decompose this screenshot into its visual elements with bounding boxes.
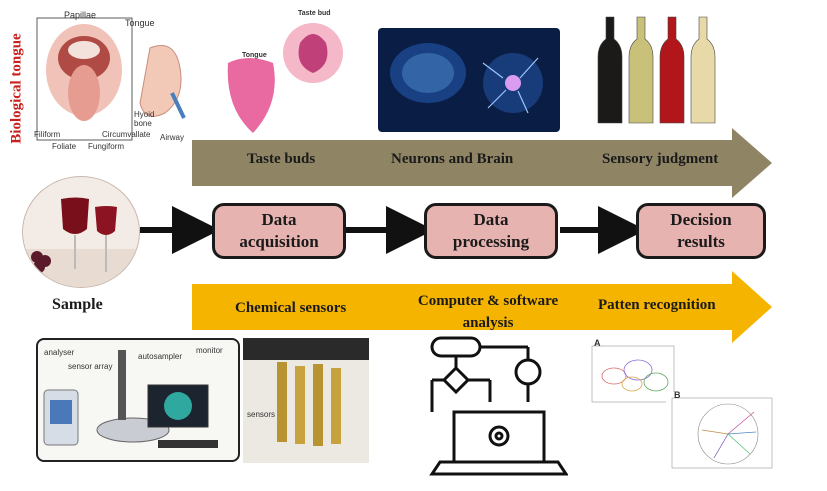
wine-bottle [690, 16, 716, 124]
bottom-item-computer-analysis: Computer & software analysis [417, 293, 559, 331]
sample-label: Sample [52, 296, 103, 313]
pca-plot-b: B [666, 390, 776, 478]
decision-results-label: Decision results [670, 210, 732, 251]
bottom-item-pattern-recognition: Patten recognition [598, 297, 716, 313]
label-papillae: Papillae [64, 10, 97, 20]
wine-bottle [659, 16, 685, 124]
top-item-neurons-brain: Neurons and Brain [391, 151, 514, 167]
data-processing-label: Data processing [452, 210, 530, 251]
data-acquisition-box: Data acquisition [212, 203, 346, 259]
label-tongue-2: Tongue [242, 52, 267, 59]
brain-neurons-image [378, 28, 560, 132]
sensors-photo: sensors [243, 338, 369, 463]
label-sensor-array: sensor array [68, 362, 113, 371]
label-hyoid: Hyoid bone [134, 110, 155, 128]
label-circumvallate: Circumvallate [102, 130, 151, 139]
wine-bottle [597, 16, 623, 124]
bottom-item-chemical-sensors: Chemical sensors [235, 300, 347, 316]
pca-b-letter: B [674, 390, 681, 400]
tongue-anatomy-image: Papillae Tongue Hyoid bone Airway Filifo… [32, 8, 192, 151]
label-analyser: analyser [44, 348, 75, 357]
label-foliate: Foliate [52, 142, 77, 151]
instrument-setup-image: analyser sensor array autosampler monito… [36, 338, 240, 462]
label-tongue: Tongue [125, 18, 155, 28]
computer-software-icon [418, 332, 569, 480]
data-processing-box: Data processing [424, 203, 558, 259]
label-taste-bud: Taste bud [298, 10, 331, 17]
data-acquisition-label: Data acquisition [239, 210, 319, 251]
pca-a-letter: A [594, 338, 601, 348]
electronic-arrow [192, 271, 772, 343]
decision-results-box: Decision results [636, 203, 766, 259]
sensory-arrow [192, 128, 772, 198]
label-airway: Airway [160, 133, 185, 142]
wine-bottle [628, 16, 654, 124]
top-item-taste-buds: Taste buds [247, 151, 316, 167]
label-monitor: monitor [196, 346, 223, 355]
top-item-sensory-judgment: Sensory judgment [602, 151, 719, 167]
label-sensors: sensors [247, 410, 276, 419]
label-filiform: Filiform [34, 130, 61, 139]
label-fungiform: Fungiform [88, 142, 125, 151]
pca-plot-a: A [580, 338, 678, 414]
wine-bottles-image [590, 15, 720, 127]
label-autosampler: autosampler [138, 352, 183, 361]
tastebud-image: Taste bud Tongue [218, 8, 348, 136]
